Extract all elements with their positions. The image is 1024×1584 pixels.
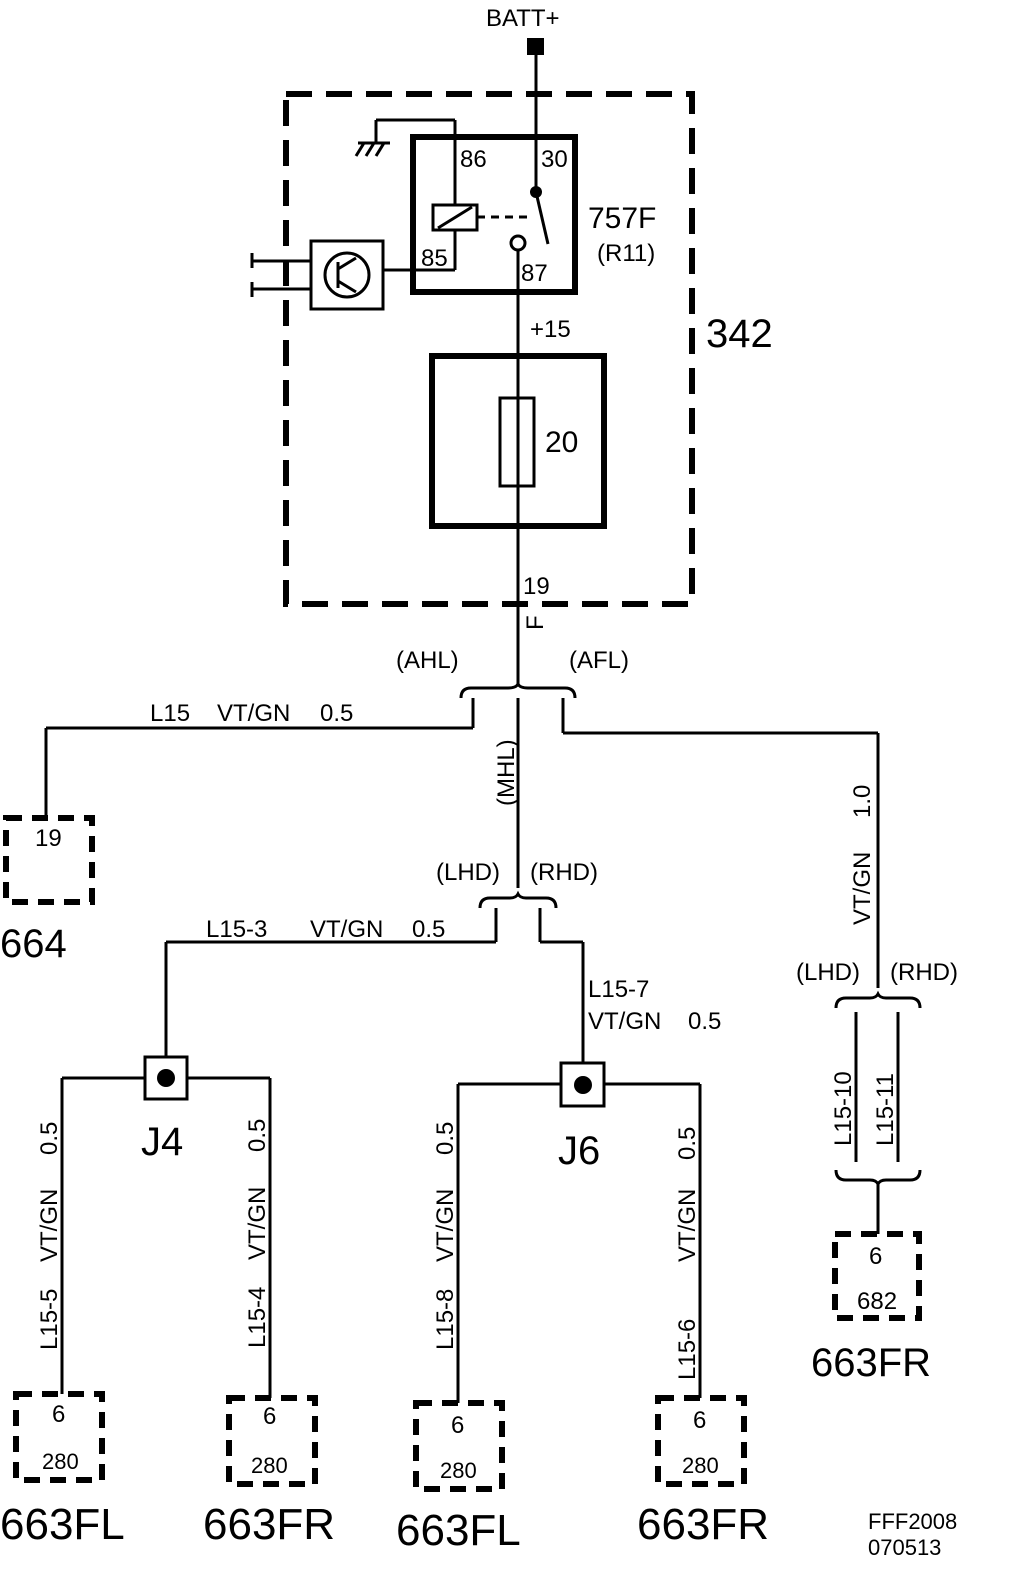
- wire-l15-8-color: VT/GN: [432, 1189, 459, 1262]
- branch-mid-rhd-label: (RHD): [530, 859, 598, 886]
- transistor-icon: [323, 251, 371, 299]
- bottom-connector-2: 6 280 663FR: [203, 1395, 335, 1549]
- wire-l15-6-size: 0.5: [674, 1127, 701, 1160]
- connector-outline: [413, 1400, 505, 1492]
- relay-pin-86: 86: [460, 146, 487, 173]
- connector-664-pin: 19: [35, 825, 62, 852]
- connector-682-label: 663FR: [811, 1341, 931, 1385]
- connector-outline: [13, 1391, 105, 1483]
- wire-l15-3-color: VT/GN: [310, 916, 383, 943]
- ground-icon: [354, 141, 390, 157]
- fuse-pin-19: 19: [523, 573, 550, 600]
- relay-pin-87: 87: [521, 260, 548, 287]
- footer-date: 070513: [868, 1535, 941, 1560]
- branch-right-rhd-label: (RHD): [890, 959, 958, 986]
- connector-ref: 280: [440, 1458, 477, 1483]
- wire-l15-7-name: L15-7: [588, 976, 649, 1003]
- fuse-terminal-f: F: [522, 615, 549, 630]
- connector-682-outline: [832, 1231, 922, 1321]
- coil-diagonal: [437, 205, 473, 230]
- relay-contact-87: [509, 234, 527, 252]
- wire-right-color: VT/GN: [849, 852, 876, 925]
- branch-mhl-label: (MHL): [493, 739, 520, 806]
- fusebox-342-outline: [283, 91, 695, 607]
- wire-l15-4-size: 0.5: [244, 1119, 271, 1152]
- branch-right-lhd-label: (LHD): [796, 959, 860, 986]
- splice-j4-dot: [157, 1069, 175, 1087]
- connector-ref: 280: [251, 1453, 288, 1478]
- connector-pin: 6: [263, 1403, 276, 1430]
- bottom-connector-4: 6 280 663FR: [637, 1395, 769, 1549]
- wire-l15-4-name: L15-4: [244, 1287, 271, 1348]
- wire-l15-6-name: L15-6: [674, 1319, 701, 1380]
- wire-l15-7-size: 0.5: [688, 1008, 721, 1035]
- wire-l15-5-color: VT/GN: [36, 1189, 63, 1262]
- branch-brace-main: [459, 680, 577, 699]
- relay-switch-arm: [534, 191, 550, 245]
- fuse-rating: 20: [545, 426, 578, 459]
- connector-outline: [655, 1395, 747, 1487]
- wire-l15-10-name: L15-10: [830, 1071, 857, 1146]
- wire-l15-6-color: VT/GN: [674, 1189, 701, 1262]
- batt-plus-terminal: [527, 38, 544, 55]
- splice-j4-label: J4: [141, 1120, 183, 1164]
- connector-label: 663FL: [396, 1506, 521, 1555]
- batt-plus-label: BATT+: [486, 5, 560, 32]
- control-module-box: [309, 239, 385, 311]
- transistor-collector: [337, 256, 357, 271]
- connector-682-ref: 682: [857, 1288, 897, 1315]
- connector-outline: [226, 1395, 318, 1487]
- splice-j6-dot: [574, 1076, 592, 1094]
- wire-l15-name: L15: [150, 700, 190, 727]
- connector-pin: 6: [451, 1412, 464, 1439]
- footer-code: FFF2008: [868, 1509, 957, 1534]
- bottom-connector-3: 6 280 663FL: [396, 1400, 521, 1555]
- wire-right-size: 1.0: [849, 785, 876, 818]
- wire-l15-8-name: L15-8: [432, 1289, 459, 1350]
- connector-label: 663FR: [637, 1500, 769, 1549]
- relay-pin-85: 85: [421, 245, 448, 272]
- wire-l15-5-size: 0.5: [36, 1122, 63, 1155]
- plus15-label: +15: [530, 316, 571, 343]
- relay-pin-30: 30: [541, 146, 568, 173]
- connector-label: 663FL: [0, 1500, 125, 1549]
- wire-l15-11-name: L15-11: [872, 1073, 899, 1146]
- wire-l15-3-name: L15-3: [206, 916, 267, 943]
- bottom-connector-1: 6 280 663FL: [0, 1391, 125, 1549]
- branch-ahl-label: (AHL): [396, 647, 459, 674]
- fusebox-342-label: 342: [706, 312, 773, 356]
- wire-l15-7-color: VT/GN: [588, 1008, 661, 1035]
- wire-l15-8-size: 0.5: [432, 1122, 459, 1155]
- relay-757f-label: 757F: [588, 202, 656, 235]
- transistor-emitter: [337, 279, 357, 294]
- wire-l15-5-name: L15-5: [36, 1289, 63, 1350]
- connector-ref: 280: [682, 1453, 719, 1478]
- splice-j6-label: J6: [558, 1129, 600, 1173]
- wire-l15-3-size: 0.5: [412, 916, 445, 943]
- wire-l15-4-color: VT/GN: [244, 1187, 271, 1260]
- wire-l15-color: VT/GN: [217, 700, 290, 727]
- connector-664-outline: [3, 815, 95, 905]
- connector-pin: 6: [52, 1401, 65, 1428]
- connector-label: 663FR: [203, 1500, 335, 1549]
- connector-682-pin: 6: [869, 1243, 882, 1270]
- branch-mid-lhd-label: (LHD): [436, 859, 500, 886]
- branch-brace-right-lower: [834, 1169, 922, 1188]
- relay-757f-ref: (R11): [597, 240, 655, 267]
- branch-afl-label: (AFL): [569, 647, 629, 674]
- branch-brace-right: [834, 990, 922, 1009]
- connector-pin: 6: [693, 1407, 706, 1434]
- connector-664-label: 664: [0, 922, 67, 966]
- connector-ref: 280: [42, 1449, 79, 1474]
- wire-l15-size: 0.5: [320, 700, 353, 727]
- relay-757f-body: [410, 134, 578, 295]
- branch-brace-mid: [478, 890, 558, 909]
